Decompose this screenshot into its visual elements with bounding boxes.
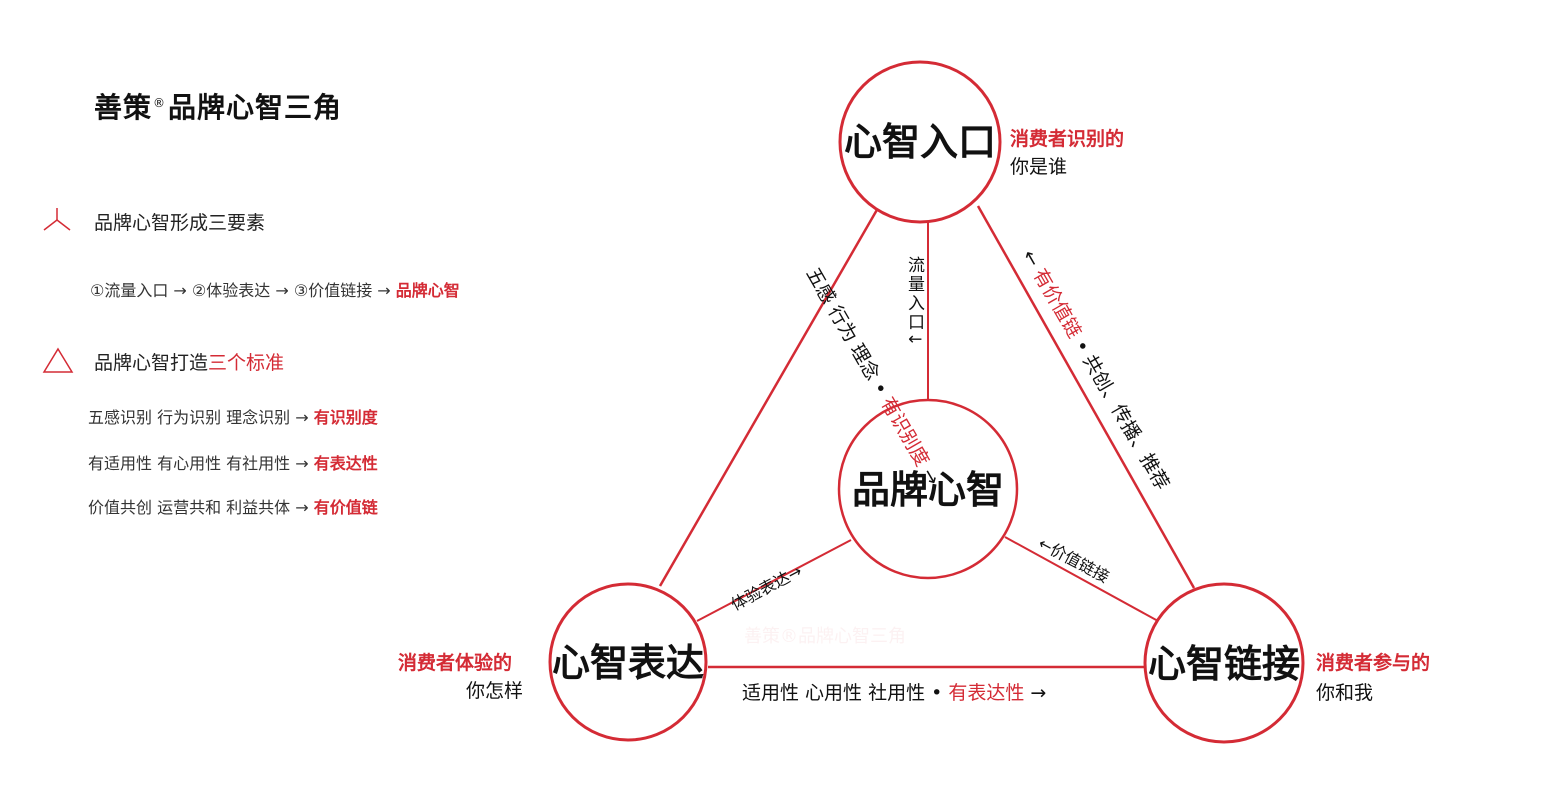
section1-heading: 品牌心智形成三要素 (94, 212, 266, 234)
left-caption-red: 体验的 (455, 652, 513, 674)
standard-result: 有识别度 (313, 408, 378, 427)
edge-top-right (976, 205, 1196, 589)
edge-bottom-arrow: → (1024, 682, 1047, 704)
page-title: 善策®品牌心智三角 (94, 86, 342, 126)
registered-mark: ® (153, 95, 167, 110)
standard-row: 价值共创 运营共和 利益共体 → 有价值链 (88, 494, 378, 518)
node-center-circle (837, 398, 1019, 580)
node-left-circle (548, 582, 708, 742)
left-caption-plain: 消费者 (398, 652, 456, 674)
spoke-left (696, 539, 852, 622)
spoke-right (1004, 536, 1159, 622)
node-center-label: 品牌心智 (852, 468, 1004, 512)
top-caption-dark: 你是谁 (1010, 156, 1068, 178)
standard-row: 有适用性 有心用性 有社用性 → 有表达性 (88, 450, 378, 474)
node-top-label: 心智入口 (844, 120, 996, 164)
triangle-outline-icon (42, 347, 74, 373)
section2-heading-red: 三个标准 (208, 352, 285, 374)
right-caption: 消费者参与的 (1316, 648, 1430, 675)
edge-bottom-red: 有表达性 (948, 682, 1025, 704)
edge-top-left (658, 207, 880, 587)
standard-items: 五感识别 行为识别 理念识别 → (88, 408, 314, 427)
element-chain: ①流量入口 → ②体验表达 → ③价值链接 → 品牌心智 (90, 277, 460, 301)
standard-items: 有适用性 有心用性 有社用性 → (88, 454, 314, 473)
brand-name: 善策 (94, 91, 153, 124)
watermark-text: 善策®品牌心智三角 (744, 626, 906, 647)
right-caption-red: 参与的 (1373, 652, 1431, 674)
standard-row: 五感识别 行为识别 理念识别 → 有识别度 (88, 404, 378, 428)
right-caption-dark: 你和我 (1316, 682, 1374, 704)
chain-steps: ①流量入口 → ②体验表达 → ③价值链接 → (90, 281, 396, 300)
left-caption: 消费者体验的 (398, 648, 512, 675)
section2-heading-plain: 品牌心智打造 (94, 352, 209, 374)
spoke-top-label: 流量入口↓ (904, 256, 924, 349)
node-left-label: 心智表达 (552, 641, 704, 685)
edge-bottom-dark: 适用性 心用性 社用性 • (742, 682, 949, 704)
node-right-label: 心智链接 (1148, 642, 1300, 686)
standard-items: 价值共创 运营共和 利益共体 → (88, 498, 314, 517)
node-top-circle (838, 60, 1002, 224)
chain-result: 品牌心智 (395, 281, 460, 300)
node-right-circle (1143, 582, 1305, 744)
tri-spoke-icon (43, 208, 71, 231)
left-caption-dark: 你怎样 (466, 680, 524, 702)
standard-result: 有价值链 (313, 498, 378, 517)
top-caption-red: 消费者识别的 (1010, 128, 1125, 150)
standard-result: 有表达性 (313, 454, 378, 473)
edge-bottom-label: 适用性 心用性 社用性 • 有表达性 → (742, 678, 1046, 705)
right-caption-plain: 消费者 (1316, 652, 1374, 674)
section2-heading: 品牌心智打造三个标准 (94, 348, 284, 375)
title-text: 品牌心智三角 (168, 91, 343, 124)
